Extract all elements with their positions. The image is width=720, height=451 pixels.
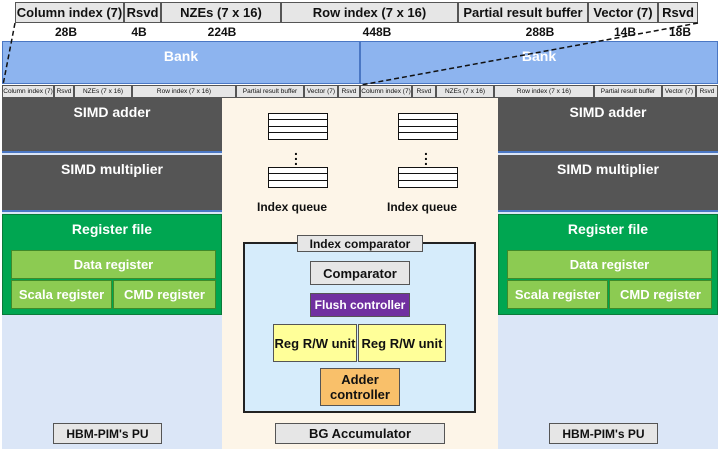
reg-rw-unit-left: Reg R/W unit (273, 324, 357, 362)
field-column-index: Column index (7) (15, 2, 124, 23)
index-queue-left-bottom (268, 166, 328, 188)
scala-register-right: Scala register (507, 280, 608, 309)
mini-right-rsvd-2: Rsvd (696, 85, 718, 98)
pu-right-label: HBM-PIM's PU (549, 423, 658, 444)
data-register-right: Data register (507, 250, 712, 279)
size-partial-result-buffer: 288B (525, 25, 555, 39)
size-rsvd-2: 18B (668, 25, 691, 39)
simd-multiplier-right-label: SIMD multiplier (557, 161, 659, 177)
adder-controller: Adder controller (320, 368, 400, 406)
cmd-register-left: CMD register (113, 280, 216, 309)
mini-left-rsvd-2: Rsvd (338, 85, 360, 98)
index-queue-left-label: Index queue (257, 200, 328, 214)
field-row-index: Row index (7 x 16) (281, 2, 458, 23)
mini-left-rsvd: Rsvd (54, 85, 74, 98)
mini-right-partial-result: Partial result buffer (594, 85, 662, 98)
mini-left-column-index: Column index (7) (2, 85, 54, 98)
index-queue-right-top (398, 112, 458, 140)
mini-right-row-index: Row index (7 x 16) (494, 85, 594, 98)
field-rsvd: Rsvd (124, 2, 161, 23)
simd-multiplier-right: SIMD multiplier (498, 155, 718, 212)
mini-right-column-index: Column index (7) (360, 85, 412, 98)
field-nzes: NZEs (7 x 16) (161, 2, 281, 23)
size-column-index: 28B (54, 25, 77, 39)
mini-right-rsvd: Rsvd (412, 85, 436, 98)
scala-register-left: Scala register (11, 280, 112, 309)
mini-right-nzes: NZEs (7 x 16) (436, 85, 494, 98)
bank-right-label: Bank (521, 48, 557, 64)
flush-controller: Flush controller (310, 293, 410, 317)
index-queue-right-bottom (398, 166, 458, 188)
mapping-lines (2, 22, 699, 86)
index-queue-left-ellipsis: ... (294, 142, 298, 168)
index-queue-left-top (268, 112, 328, 140)
simd-multiplier-left: SIMD multiplier (2, 155, 222, 212)
simd-multiplier-left-label: SIMD multiplier (61, 161, 163, 177)
data-register-left: Data register (11, 250, 216, 279)
register-file-right-title: Register file (567, 221, 649, 237)
index-comparator-label: Index comparator (297, 235, 423, 252)
simd-adder-right: SIMD adder (498, 98, 718, 153)
field-partial-result-buffer: Partial result buffer (458, 2, 588, 23)
mini-left-nzes: NZEs (7 x 16) (74, 85, 132, 98)
field-rsvd-2: Rsvd (658, 2, 698, 23)
bank-left: Bank (2, 41, 360, 84)
simd-adder-right-label: SIMD adder (569, 104, 647, 120)
simd-adder-left: SIMD adder (2, 98, 222, 153)
mini-left-vector: Vector (7) (304, 85, 338, 98)
mini-left-partial-result: Partial result buffer (236, 85, 304, 98)
comparator: Comparator (310, 261, 410, 285)
size-nzes: 224B (207, 25, 237, 39)
size-rsvd: 4B (131, 25, 147, 39)
simd-adder-left-label: SIMD adder (73, 104, 151, 120)
pu-left-label: HBM-PIM's PU (53, 423, 162, 444)
reg-rw-unit-right: Reg R/W unit (358, 324, 446, 362)
cmd-register-right: CMD register (609, 280, 712, 309)
register-file-left-title: Register file (71, 221, 153, 237)
bank-right: Bank (360, 41, 718, 84)
index-queue-right-label: Index queue (387, 200, 458, 214)
bank-left-label: Bank (163, 48, 199, 64)
size-row-index: 448B (362, 25, 392, 39)
mini-left-row-index: Row index (7 x 16) (132, 85, 236, 98)
bg-accumulator-label: BG Accumulator (275, 423, 445, 444)
mini-right-vector: Vector (7) (662, 85, 696, 98)
index-queue-right-ellipsis: ... (424, 142, 428, 168)
field-vector: Vector (7) (588, 2, 658, 23)
